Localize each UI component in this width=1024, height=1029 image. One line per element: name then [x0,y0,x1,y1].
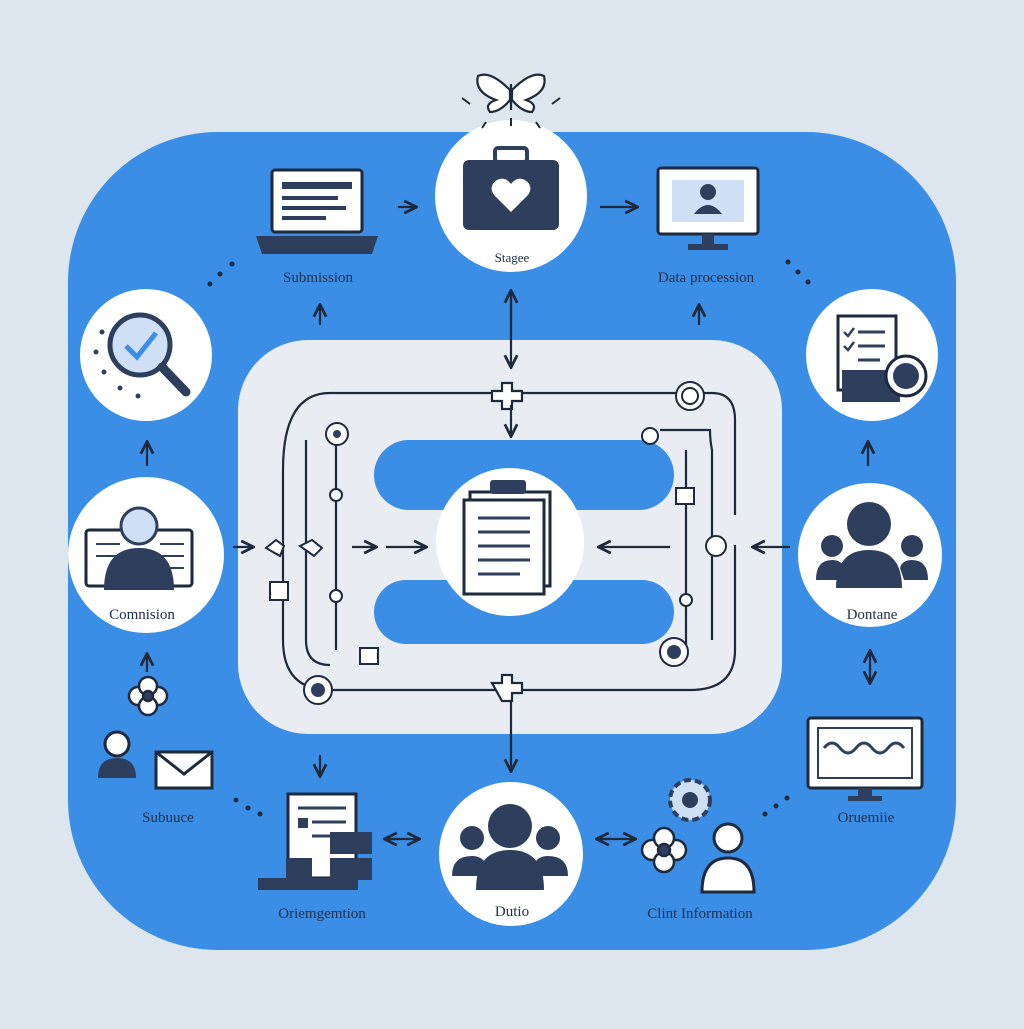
label-bottom-right-a: Clint Information [647,906,753,922]
clipboard-icon [462,480,552,596]
cross-markers [490,381,524,703]
label-bottom-center: Dutio [494,904,530,920]
checklist-icon [836,314,928,402]
sparkle-lines [461,97,561,129]
monitor-wave-icon [806,716,924,801]
small-shapes-left [264,538,324,558]
magnifier-check-icon [93,312,191,399]
user-envelope-icon [98,730,214,790]
label-top-center: Stagee [494,250,530,265]
inner-markers [269,422,695,705]
flower-icon-left [127,675,169,717]
inner-dots [329,381,727,607]
node-left-middle [68,477,224,633]
node-right-upper [806,289,938,421]
node-right-middle [798,483,942,627]
laptop-icon [256,168,378,254]
label-bottom-left-b: Oriemgemtion [278,906,366,922]
label-bottom-left-a: Subuuce [142,810,194,826]
node-bottom-center [439,782,583,926]
node-left-upper [80,289,212,421]
double-arrow-tails [386,292,870,839]
user-group-icon [816,502,928,588]
documents-icon [258,792,372,890]
label-top-left: Submission [282,270,354,286]
inner-loop [281,391,737,692]
briefcase-heart-icon [463,146,559,230]
label-bottom-right-b: Oruemiie [837,810,895,826]
butterfly-icon [476,73,546,114]
monitor-user-icon [656,166,760,250]
user-card-icon [84,506,194,590]
label-left-middle: Comnision [109,607,175,623]
dotted-connectors [207,259,811,817]
label-top-right: Data procession [657,270,755,286]
node-top-center [435,120,587,272]
node-center [436,468,584,616]
user-group-icon [452,804,568,890]
gear-user-icon [640,778,756,894]
label-right-middle: Dontane [846,607,898,623]
